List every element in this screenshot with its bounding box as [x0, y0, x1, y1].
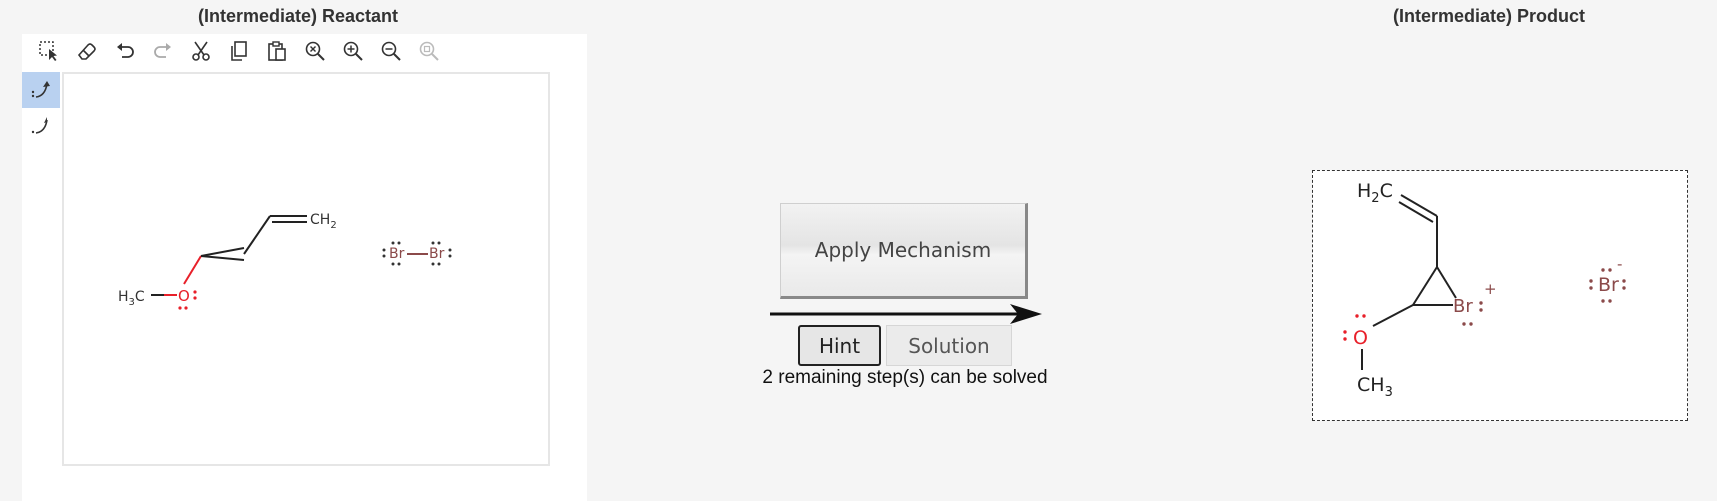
- eraser-icon[interactable]: [68, 36, 106, 66]
- select-icon[interactable]: [30, 36, 68, 66]
- bromonium-label: Br: [1453, 296, 1473, 317]
- bromide-charge: -: [1617, 255, 1622, 273]
- editor-toolbar: [22, 34, 450, 68]
- bromine-label-2: Br: [429, 246, 445, 262]
- zoom-reset-icon[interactable]: [296, 36, 334, 66]
- bromine-label-1: Br: [389, 246, 405, 262]
- product-oxygen-label: O: [1353, 327, 1368, 349]
- reactant-title: (Intermediate) Reactant: [198, 6, 399, 26]
- ch2-subscript: 2: [330, 220, 336, 231]
- ch2-label: CH: [310, 212, 330, 228]
- svg-text:H3C: H3C: [118, 289, 145, 308]
- h2c-h-label: H: [1357, 180, 1371, 202]
- molecule-editor: CH2 H3C O Br Br: [22, 34, 587, 501]
- arrow-tools: [22, 72, 60, 144]
- product-structure-box: H2C Br + O CH3 Br -: [1312, 170, 1688, 421]
- hint-button[interactable]: Hint: [798, 325, 881, 366]
- zoom-out-icon[interactable]: [372, 36, 410, 66]
- reactant-structure: CH2 H3C O Br Br: [118, 212, 452, 310]
- zoom-in-icon[interactable]: [334, 36, 372, 66]
- product-structure: H2C Br + O CH3 Br -: [1343, 180, 1626, 400]
- undo-icon[interactable]: [106, 36, 144, 66]
- solution-button[interactable]: Solution: [886, 325, 1012, 366]
- ch3-subscript: 3: [1385, 385, 1393, 400]
- h2c-subscript: 2: [1371, 191, 1379, 206]
- drawing-canvas[interactable]: CH2 H3C O Br Br: [62, 72, 550, 466]
- paste-icon[interactable]: [258, 36, 296, 66]
- h3c-label: H: [118, 289, 129, 305]
- apply-mechanism-button[interactable]: Apply Mechanism: [780, 203, 1028, 299]
- svg-text:CH3: CH3: [1357, 374, 1393, 400]
- h3c-subscript: 3: [129, 297, 135, 308]
- cut-icon[interactable]: [182, 36, 220, 66]
- bromonium-charge: +: [1484, 280, 1497, 298]
- h3c-carbon: C: [135, 289, 145, 305]
- product-title: (Intermediate) Product: [1393, 6, 1586, 26]
- svg-text:H2C: H2C: [1357, 180, 1393, 206]
- svg-text:CH2: CH2: [310, 212, 337, 231]
- h2c-carbon: C: [1380, 180, 1393, 202]
- ch3-label: CH: [1357, 374, 1385, 396]
- bromide-label: Br: [1598, 274, 1619, 296]
- zoom-fit-icon[interactable]: [410, 36, 448, 66]
- single-electron-arrow-icon[interactable]: [22, 108, 60, 144]
- remaining-steps-text: 2 remaining step(s) can be solved: [762, 367, 1048, 388]
- reaction-arrow: [770, 304, 1042, 324]
- redo-icon[interactable]: [144, 36, 182, 66]
- copy-icon[interactable]: [220, 36, 258, 66]
- oxygen-label: O: [178, 287, 190, 305]
- electron-pair-arrow-icon[interactable]: [22, 72, 60, 108]
